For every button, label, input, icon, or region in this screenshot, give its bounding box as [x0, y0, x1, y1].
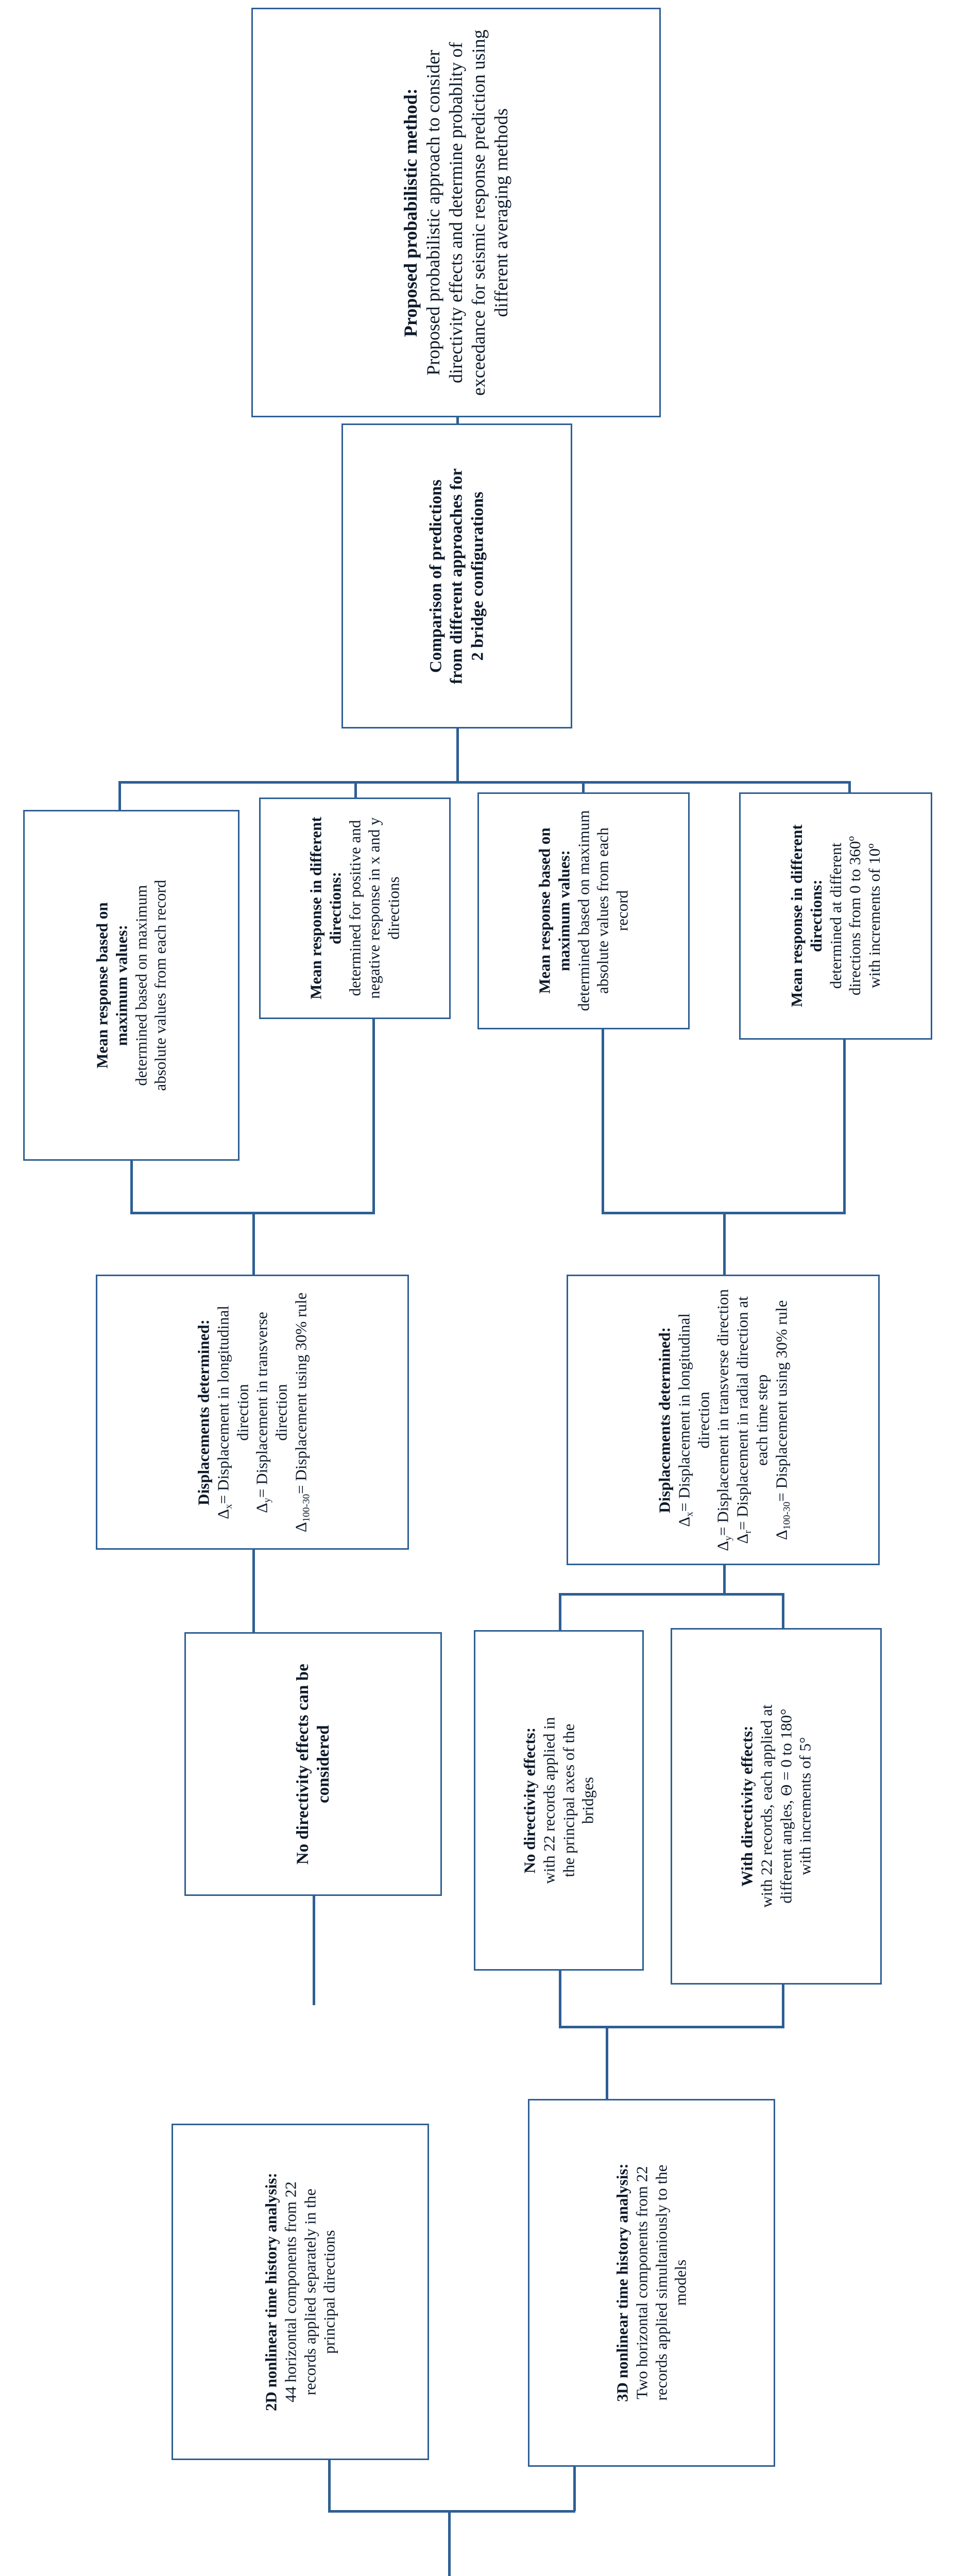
connector-nodirrec-down	[559, 1971, 561, 2027]
node-analysis-2d-body: 44 horizontal components from 22 records…	[281, 2181, 338, 2402]
connector-withdirrec-down	[782, 1985, 784, 2027]
node-mean-dir-right[interactable]: Mean response in different directions: d…	[739, 792, 932, 1040]
connector-left-merge-stem	[252, 1212, 255, 1275]
node-displacements-right[interactable]: Displacements determined: Δx= Displaceme…	[567, 1275, 880, 1565]
node-proposed-method-title: Proposed probabilistic method:	[400, 88, 421, 337]
connector-meandir-left-down	[372, 1019, 375, 1213]
node-analysis-3d-text: 3D nonlinear time history analysis: Two …	[612, 2161, 690, 2405]
node-analysis-2d-title: 2D nonlinear time history analysis:	[262, 2173, 280, 2411]
node-displacements-left-line-2: Δy= Displacement in transverse direction	[253, 1311, 290, 1513]
node-displacements-right-line-1: Δx= Displacement in longitudinal directi…	[675, 1313, 713, 1527]
node-displacements-right-title: Displacements determined:	[655, 1327, 674, 1513]
connector-displ-right-stem	[723, 1565, 726, 1595]
node-proposed-method[interactable]: Proposed probabilistic method: Proposed …	[251, 8, 661, 417]
connector-displ-right-to-withdir	[782, 1593, 784, 1628]
connector-analysis-merge-bus	[328, 2510, 575, 2513]
node-displacements-right-text: Displacements determined: Δx= Displaceme…	[655, 1283, 793, 1556]
connector-dir-merge-bus	[559, 2026, 784, 2028]
node-no-directivity-records-body: with 22 records applied in the principal…	[540, 1717, 597, 1884]
connector-row1-bus	[118, 781, 851, 784]
node-mean-dir-left-text: Mean response in different directions: d…	[306, 814, 403, 1003]
node-displacements-left-line-1: Δx= Displacement in longitudinal directi…	[214, 1305, 252, 1519]
connector-displ-right-bus	[559, 1593, 784, 1596]
connector-nodircons-down	[313, 1896, 315, 2005]
node-comparison-title: Comparison of predictions from different…	[426, 468, 487, 684]
node-mean-dir-left[interactable]: Mean response in different directions: d…	[259, 798, 451, 1019]
node-mean-dir-left-body: determined for positive and negative res…	[346, 817, 403, 999]
node-mean-max-left-body: determined based on maximum absolute val…	[132, 879, 169, 1091]
node-no-directivity-considered-text: No directivity effects can be considered	[293, 1643, 334, 1885]
node-with-directivity-records-title: With directivity effects:	[738, 1725, 756, 1887]
node-mean-dir-right-body: determined at different directions from …	[826, 836, 884, 996]
connector-displ-right-to-nodir	[559, 1593, 561, 1630]
node-with-directivity-records[interactable]: With directivity effects: with 22 record…	[671, 1628, 882, 1985]
node-mean-dir-left-title: Mean response in different directions:	[306, 817, 345, 1000]
node-displacements-left-line-3: Δ100-30= Displacement using 30% rule	[292, 1292, 312, 1532]
node-proposed-method-body: Proposed probabilistic approach to consi…	[422, 29, 511, 396]
node-displacements-left[interactable]: Displacements determined: Δx= Displaceme…	[96, 1275, 409, 1550]
connector-branch-2	[354, 781, 357, 803]
node-analysis-3d-title: 3D nonlinear time history analysis:	[613, 2163, 631, 2402]
node-mean-max-right-title: Mean response based on maximum values:	[535, 827, 573, 994]
node-mean-max-left[interactable]: Mean response based on maximum values: d…	[23, 810, 239, 1161]
node-no-directivity-considered[interactable]: No directivity effects can be considered	[184, 1632, 442, 1896]
node-displacements-right-line-3: Δr= Displacement in radial direction at …	[733, 1296, 771, 1544]
node-comparison[interactable]: Comparison of predictions from different…	[341, 423, 572, 728]
connector-branch-4	[848, 781, 851, 795]
node-analysis-2d-text: 2D nonlinear time history analysis: 44 h…	[261, 2165, 339, 2419]
node-mean-dir-right-text: Mean response in different directions: d…	[787, 821, 884, 1011]
node-displacements-left-title: Displacements determined:	[194, 1319, 213, 1505]
node-analysis-3d[interactable]: 3D nonlinear time history analysis: Two …	[528, 2099, 775, 2467]
node-mean-max-right-body: determined based on maximum absolute val…	[574, 810, 631, 1011]
node-analysis-2d[interactable]: 2D nonlinear time history analysis: 44 h…	[172, 2124, 429, 2460]
node-displacements-right-line-4: Δ100-30= Displacement using 30% rule	[772, 1300, 793, 1540]
connector-displ-left-down	[252, 1550, 255, 1632]
connector-meandir-right-down	[843, 1040, 846, 1213]
node-no-directivity-considered-title: No directivity effects can be considered	[293, 1664, 333, 1865]
node-mean-max-right[interactable]: Mean response based on maximum values: d…	[477, 792, 690, 1029]
node-no-directivity-records-title: No directivity effects:	[520, 1727, 539, 1874]
connector-3d-down	[573, 2467, 576, 2511]
node-analysis-3d-body: Two horizontal components from 22 record…	[632, 2164, 690, 2401]
connector-right-merge-stem	[723, 1212, 726, 1275]
node-mean-dir-right-title: Mean response in different directions:	[787, 824, 825, 1008]
node-with-directivity-records-body: with 22 records, each applied at differe…	[757, 1704, 814, 1908]
connector-branch-1	[118, 781, 121, 811]
node-displacements-right-line-2: Δy= Displacement in transverse direction	[714, 1289, 734, 1551]
node-with-directivity-records-text: With directivity effects: with 22 record…	[737, 1702, 815, 1910]
node-displacements-left-text: Displacements determined: Δx= Displaceme…	[194, 1283, 312, 1541]
connector-analysis-merge-stem	[448, 2510, 451, 2576]
connector-2d-down	[328, 2460, 331, 2511]
node-mean-max-right-text: Mean response based on maximum values: d…	[535, 806, 632, 1015]
connector-meanmax-right-down	[602, 1029, 604, 1213]
node-mean-max-left-title: Mean response based on maximum values:	[93, 902, 131, 1069]
node-no-directivity-records-text: No directivity effects: with 22 records …	[520, 1717, 597, 1884]
node-proposed-method-text: Proposed probabilistic method: Proposed …	[400, 22, 513, 403]
connector-comparison-stem	[456, 728, 459, 783]
connector-proposed-to-comparison	[456, 417, 459, 423]
connector-meanmax-left-down	[130, 1161, 133, 1213]
connector-dir-merge-stem	[606, 2026, 608, 2099]
node-mean-max-left-text: Mean response based on maximum values: d…	[92, 879, 170, 1092]
node-no-directivity-records[interactable]: No directivity effects: with 22 records …	[474, 1630, 644, 1971]
node-comparison-text: Comparison of predictions from different…	[426, 462, 488, 690]
